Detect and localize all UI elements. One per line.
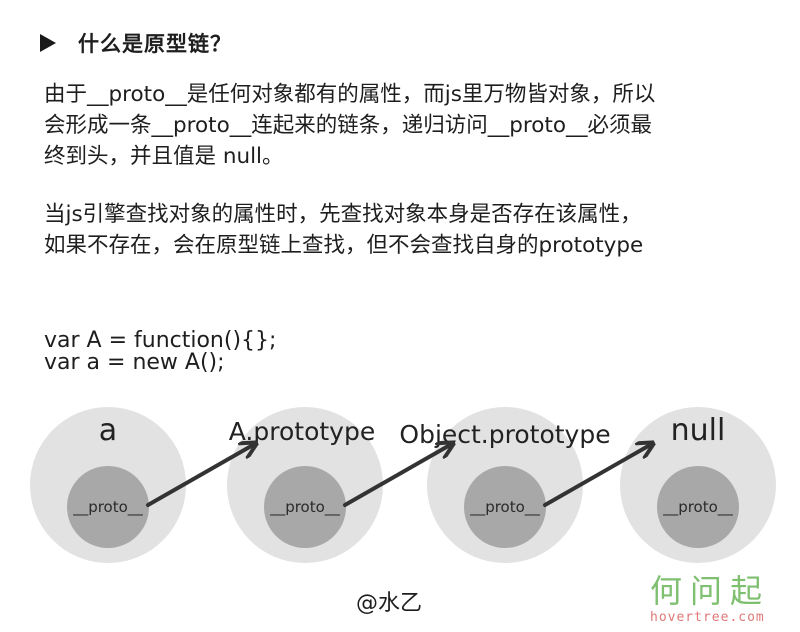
author-credit: @水乙 <box>356 591 423 616</box>
code-line: var a = new A(); <box>44 350 225 375</box>
chain-node: A.prototype __proto__ <box>227 407 383 563</box>
paragraph-line: 由于__proto__是任何对象都有的属性，而js里万物皆对象，所以 <box>44 82 656 107</box>
paragraph-line: 会形成一条__proto__连起来的链条，递归访问__proto__必须最 <box>44 113 653 138</box>
paragraph-lookup: 当js引擎查找对象的属性时，先查找对象本身是否存在该属性， 如果不存在，会在原型… <box>44 199 643 261</box>
section-heading: 什么是原型链？ <box>40 28 232 58</box>
node-inner-circle <box>67 466 149 548</box>
triangle-bullet-icon <box>40 34 56 52</box>
watermark-url: hovertree.com <box>650 610 765 625</box>
node-inner-circle <box>657 466 739 548</box>
node-label: A.prototype <box>229 417 375 446</box>
paragraph-line: 如果不存在，会在原型链上查找，但不会查找自身的prototype <box>44 233 644 258</box>
chain-node: null __proto__ <box>620 407 776 563</box>
code-line: var A = function(){}; <box>44 328 277 353</box>
heading-title: 什么是原型链？ <box>78 32 232 56</box>
node-inner-circle <box>464 466 546 548</box>
node-label: a <box>99 413 117 448</box>
proto-arrow <box>146 445 253 507</box>
proto-arrow <box>543 445 650 507</box>
node-proto-label: __proto__ <box>662 498 733 517</box>
proto-arrow <box>343 445 450 507</box>
node-label: null <box>671 413 726 448</box>
node-proto-label: __proto__ <box>269 498 340 517</box>
paragraph-line: 当js引擎查找对象的属性时，先查找对象本身是否存在该属性， <box>44 202 642 227</box>
paragraph-proto-chain: 由于__proto__是任何对象都有的属性，而js里万物皆对象，所以 会形成一条… <box>44 79 655 172</box>
paragraph-line: 终到头，并且值是 null。 <box>44 144 284 169</box>
site-watermark: 何问起 hovertree.com <box>650 566 790 625</box>
chain-node: a __proto__ <box>30 407 186 563</box>
code-snippet: var A = function(){}; var a = new A(); <box>44 330 276 374</box>
node-label: Object.prototype <box>399 420 610 449</box>
chain-node: Object.prototype __proto__ <box>399 407 611 563</box>
node-proto-label: __proto__ <box>72 498 143 517</box>
watermark-text: 何问起 <box>650 572 771 610</box>
node-inner-circle <box>264 466 346 548</box>
node-proto-label: __proto__ <box>469 498 540 517</box>
